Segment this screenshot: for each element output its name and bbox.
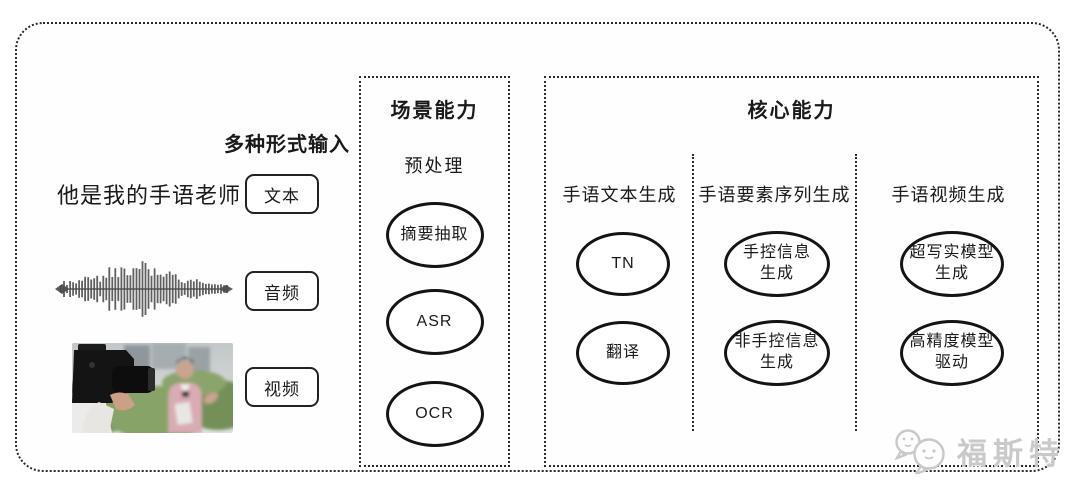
diagram-outer-border: 多种形式输入 他是我的手语老师 文本 音频 [15,22,1060,472]
text-node-label: 文本 [264,186,300,206]
sign-video-generation-header: 手语视频生成 [891,185,1006,205]
core-capability-box: 核心能力 手语文本生成 手语要素序列生成 手语视频生成 TN 翻译 手控信息 生… [544,76,1039,467]
hyperrealistic-model-generation-node: 超写实模型 生成 [900,231,1004,297]
column-divider [855,154,857,431]
input-sentence-text: 他是我的手语老师 [57,183,242,208]
high-precision-model-driving-node: 高精度模型 驱动 [900,320,1004,386]
asr-node: ASR [385,289,484,355]
chat-faces-icon [894,429,945,474]
watermark: 福斯特 [891,427,1065,474]
audio-node-label: 音频 [264,283,300,303]
preprocess-label: 预处理 [404,156,465,176]
column-divider [692,154,694,431]
text-node-box: 文本 [245,174,319,214]
core-capability-title: 核心能力 [747,100,836,122]
input-forms-label: 多种形式输入 [224,134,350,156]
tn-node: TN [576,232,670,296]
video-node-box: 视频 [245,367,319,407]
video-node-label: 视频 [264,379,300,399]
video-thumbnail [72,343,233,433]
summary-extraction-node: 摘要抽取 [385,202,484,268]
reporter-filming-image [72,343,233,433]
manual-info-generation-node: 手控信息 生成 [724,231,830,297]
translation-node: 翻译 [576,321,670,385]
sign-text-generation-header: 手语文本生成 [562,185,677,205]
watermark-text: 福斯特 [957,437,1065,471]
sign-element-sequence-header: 手语要素序列生成 [698,185,851,205]
audio-waveform-icon [55,261,233,317]
ocr-node: OCR [385,381,484,447]
non-manual-info-generation-node: 非手控信息 生成 [724,320,830,386]
camera-shape [72,344,155,403]
scene-capability-title: 场景能力 [390,100,479,122]
audio-node-box: 音频 [245,271,319,311]
scene-capability-box: 场景能力 预处理 摘要抽取 ASR OCR [359,76,510,467]
